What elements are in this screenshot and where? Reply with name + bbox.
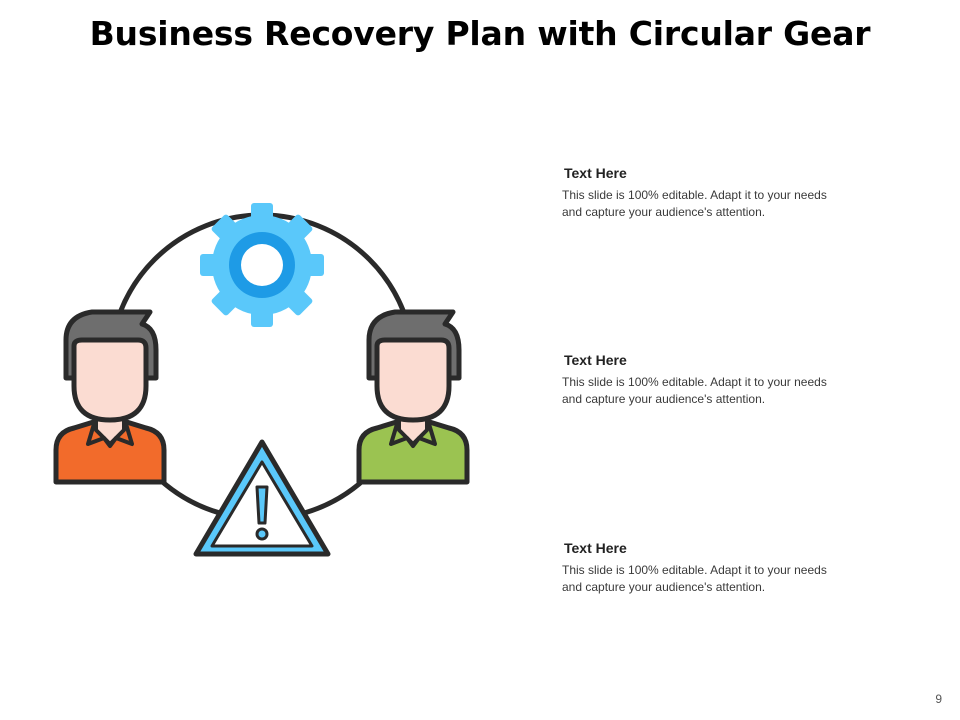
gear-icon bbox=[200, 203, 324, 327]
recovery-cycle-illustration bbox=[53, 203, 470, 557]
warning-icon bbox=[193, 439, 331, 557]
text-item-body: This slide is 100% editable. Adapt it to… bbox=[562, 375, 827, 406]
text-item-body: This slide is 100% editable. Adapt it to… bbox=[562, 188, 827, 219]
page-number: 9 bbox=[935, 692, 942, 706]
text-item-2: Text Here This slide is 100% editable. A… bbox=[562, 352, 842, 407]
person-icon bbox=[53, 309, 167, 485]
text-item-heading: Text Here bbox=[564, 352, 627, 368]
slide-title: Business Recovery Plan with Circular Gea… bbox=[89, 14, 871, 53]
text-item-1: Text Here This slide is 100% editable. A… bbox=[562, 165, 842, 220]
text-item-heading: Text Here bbox=[564, 540, 627, 556]
text-item-body: This slide is 100% editable. Adapt it to… bbox=[562, 563, 827, 594]
text-item-3: Text Here This slide is 100% editable. A… bbox=[562, 540, 842, 595]
person-icon bbox=[356, 309, 470, 485]
text-item-heading: Text Here bbox=[564, 165, 627, 181]
